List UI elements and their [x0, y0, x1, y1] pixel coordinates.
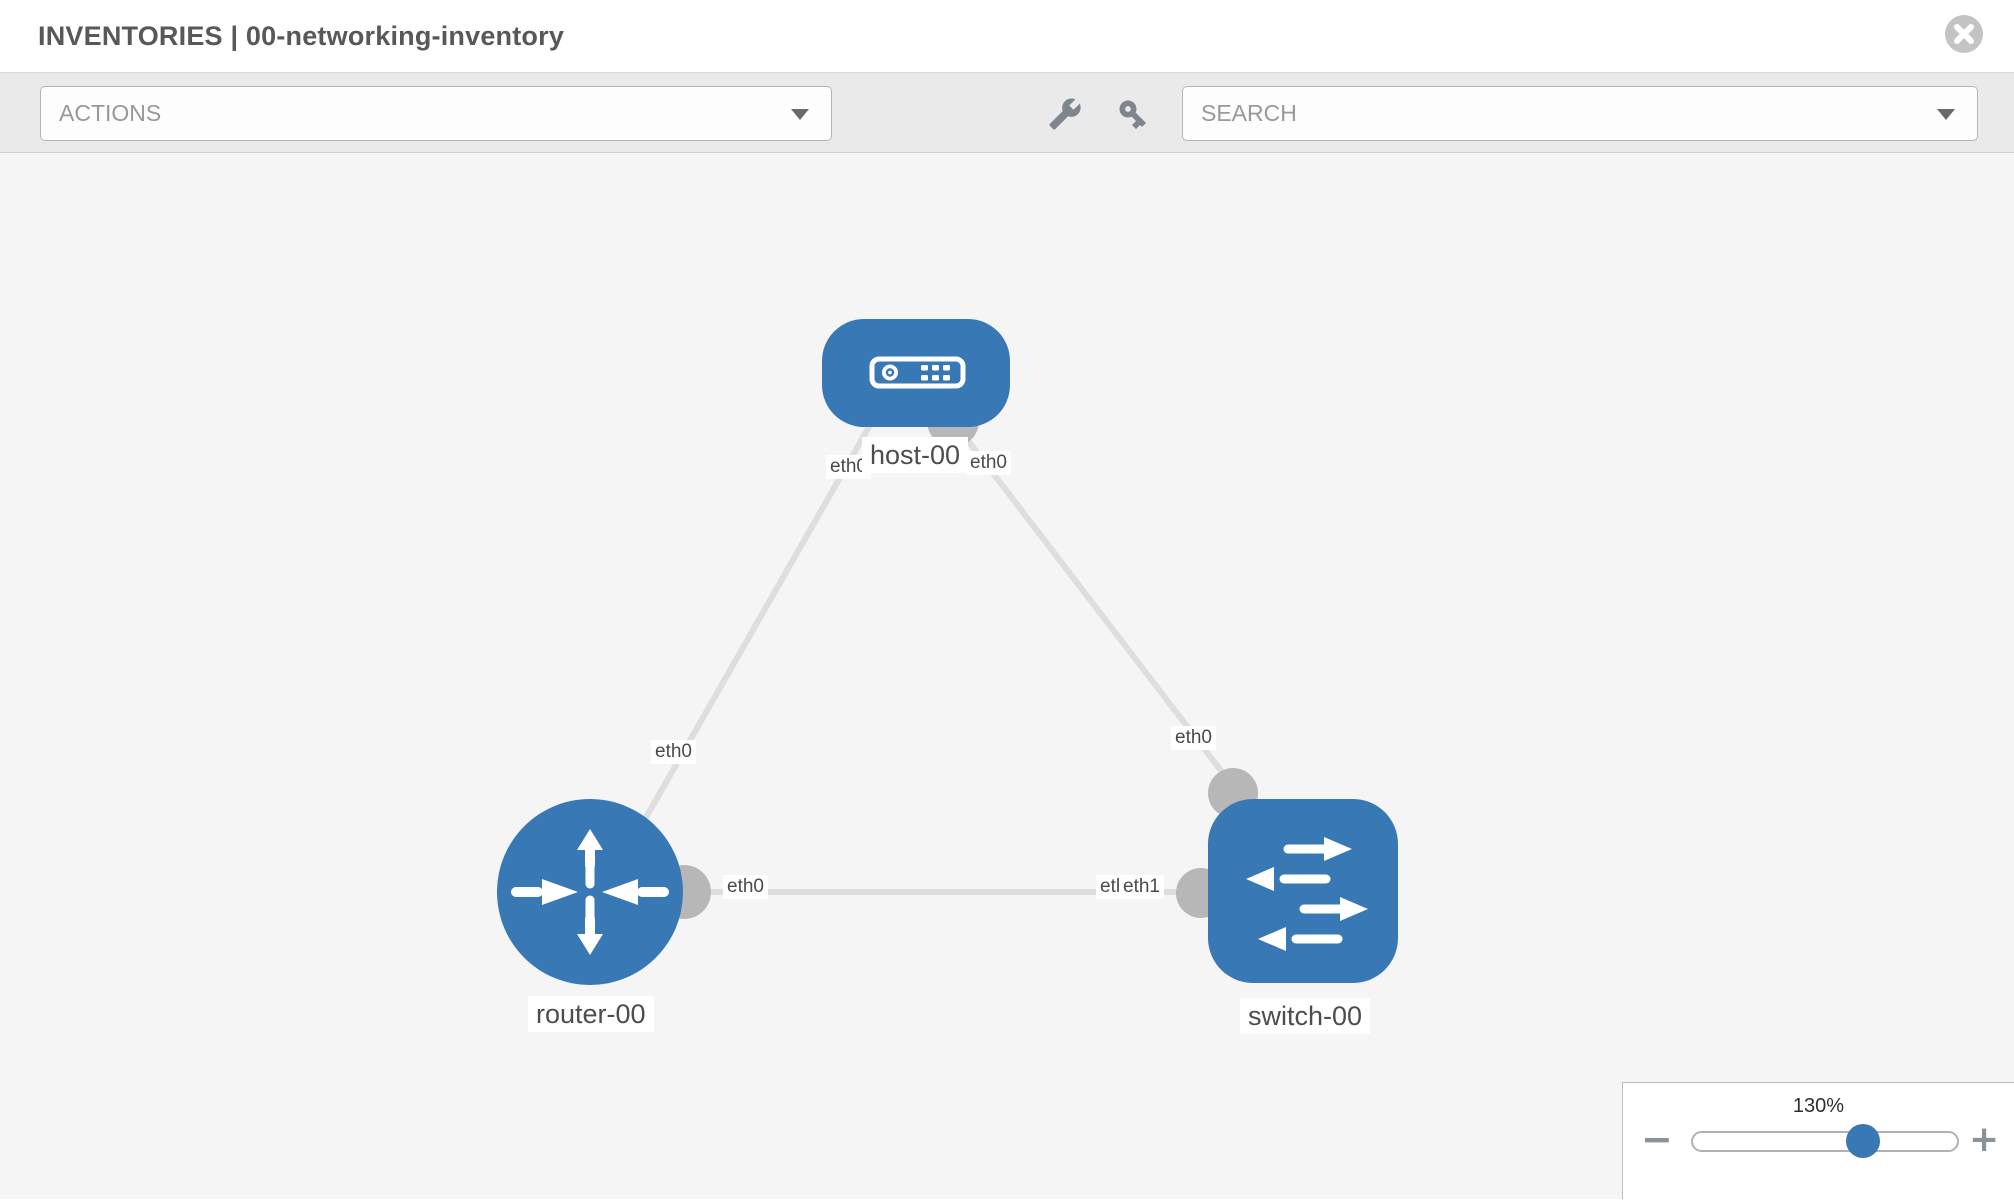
link-host-switch[interactable]	[950, 418, 1258, 818]
zoom-out-button[interactable]: −	[1641, 1117, 1673, 1161]
switch-arrows-icon	[1246, 837, 1368, 951]
credentials-button[interactable]	[1112, 93, 1154, 135]
node-label-router: router-00	[528, 996, 654, 1033]
caret-down-icon	[1937, 108, 1955, 120]
zoom-slider-thumb[interactable]	[1846, 1124, 1880, 1158]
iface-label-router-switch-router-end: eth0	[723, 875, 768, 899]
close-button[interactable]	[1945, 15, 1983, 53]
page-title: INVENTORIES | 00-networking-inventory	[38, 21, 565, 51]
toolbar: ACTIONS SEARCH	[0, 72, 2014, 153]
topology-canvas[interactable]: eth0 eth0 eth0 eth0 eth0 eth0 eth1 host-…	[0, 153, 2014, 1199]
node-host[interactable]	[822, 319, 1010, 427]
iface-label-host-switch-host-end: eth0	[966, 451, 1011, 475]
iface-label-host-router-router-end: eth0	[651, 740, 696, 764]
node-switch[interactable]	[1208, 799, 1398, 983]
configure-button[interactable]	[1044, 93, 1086, 135]
node-label-host: host-00	[862, 437, 969, 474]
actions-dropdown[interactable]: ACTIONS	[40, 86, 832, 141]
router-arrows-icon	[511, 829, 669, 955]
search-dropdown[interactable]: SEARCH	[1182, 86, 1978, 141]
iface-label-host-switch-switch-end: eth0	[1171, 726, 1216, 750]
titlebar: INVENTORIES | 00-networking-inventory	[0, 0, 2014, 72]
host-icon	[869, 356, 966, 389]
search-dropdown-label: SEARCH	[1201, 100, 1297, 126]
topology-svg	[497, 319, 1398, 985]
node-label-switch: switch-00	[1240, 998, 1371, 1035]
close-icon	[1954, 24, 1974, 44]
iface-label-router-switch-switch-end: eth1	[1119, 875, 1164, 899]
iface-label-host-router-host-end: eth0	[826, 455, 871, 479]
zoom-panel: 130% − +	[1622, 1082, 2014, 1199]
zoom-slider[interactable]	[1691, 1124, 1959, 1158]
zoom-in-button[interactable]: +	[1969, 1119, 2000, 1160]
caret-down-icon	[791, 108, 809, 120]
key-icon	[1119, 100, 1147, 130]
zoom-level-value: 130%	[1792, 1095, 1845, 1117]
node-router[interactable]	[497, 799, 683, 985]
zoom-controls: − +	[1623, 1120, 2014, 1158]
wrench-icon	[1049, 98, 1081, 130]
actions-dropdown-label: ACTIONS	[59, 100, 162, 126]
